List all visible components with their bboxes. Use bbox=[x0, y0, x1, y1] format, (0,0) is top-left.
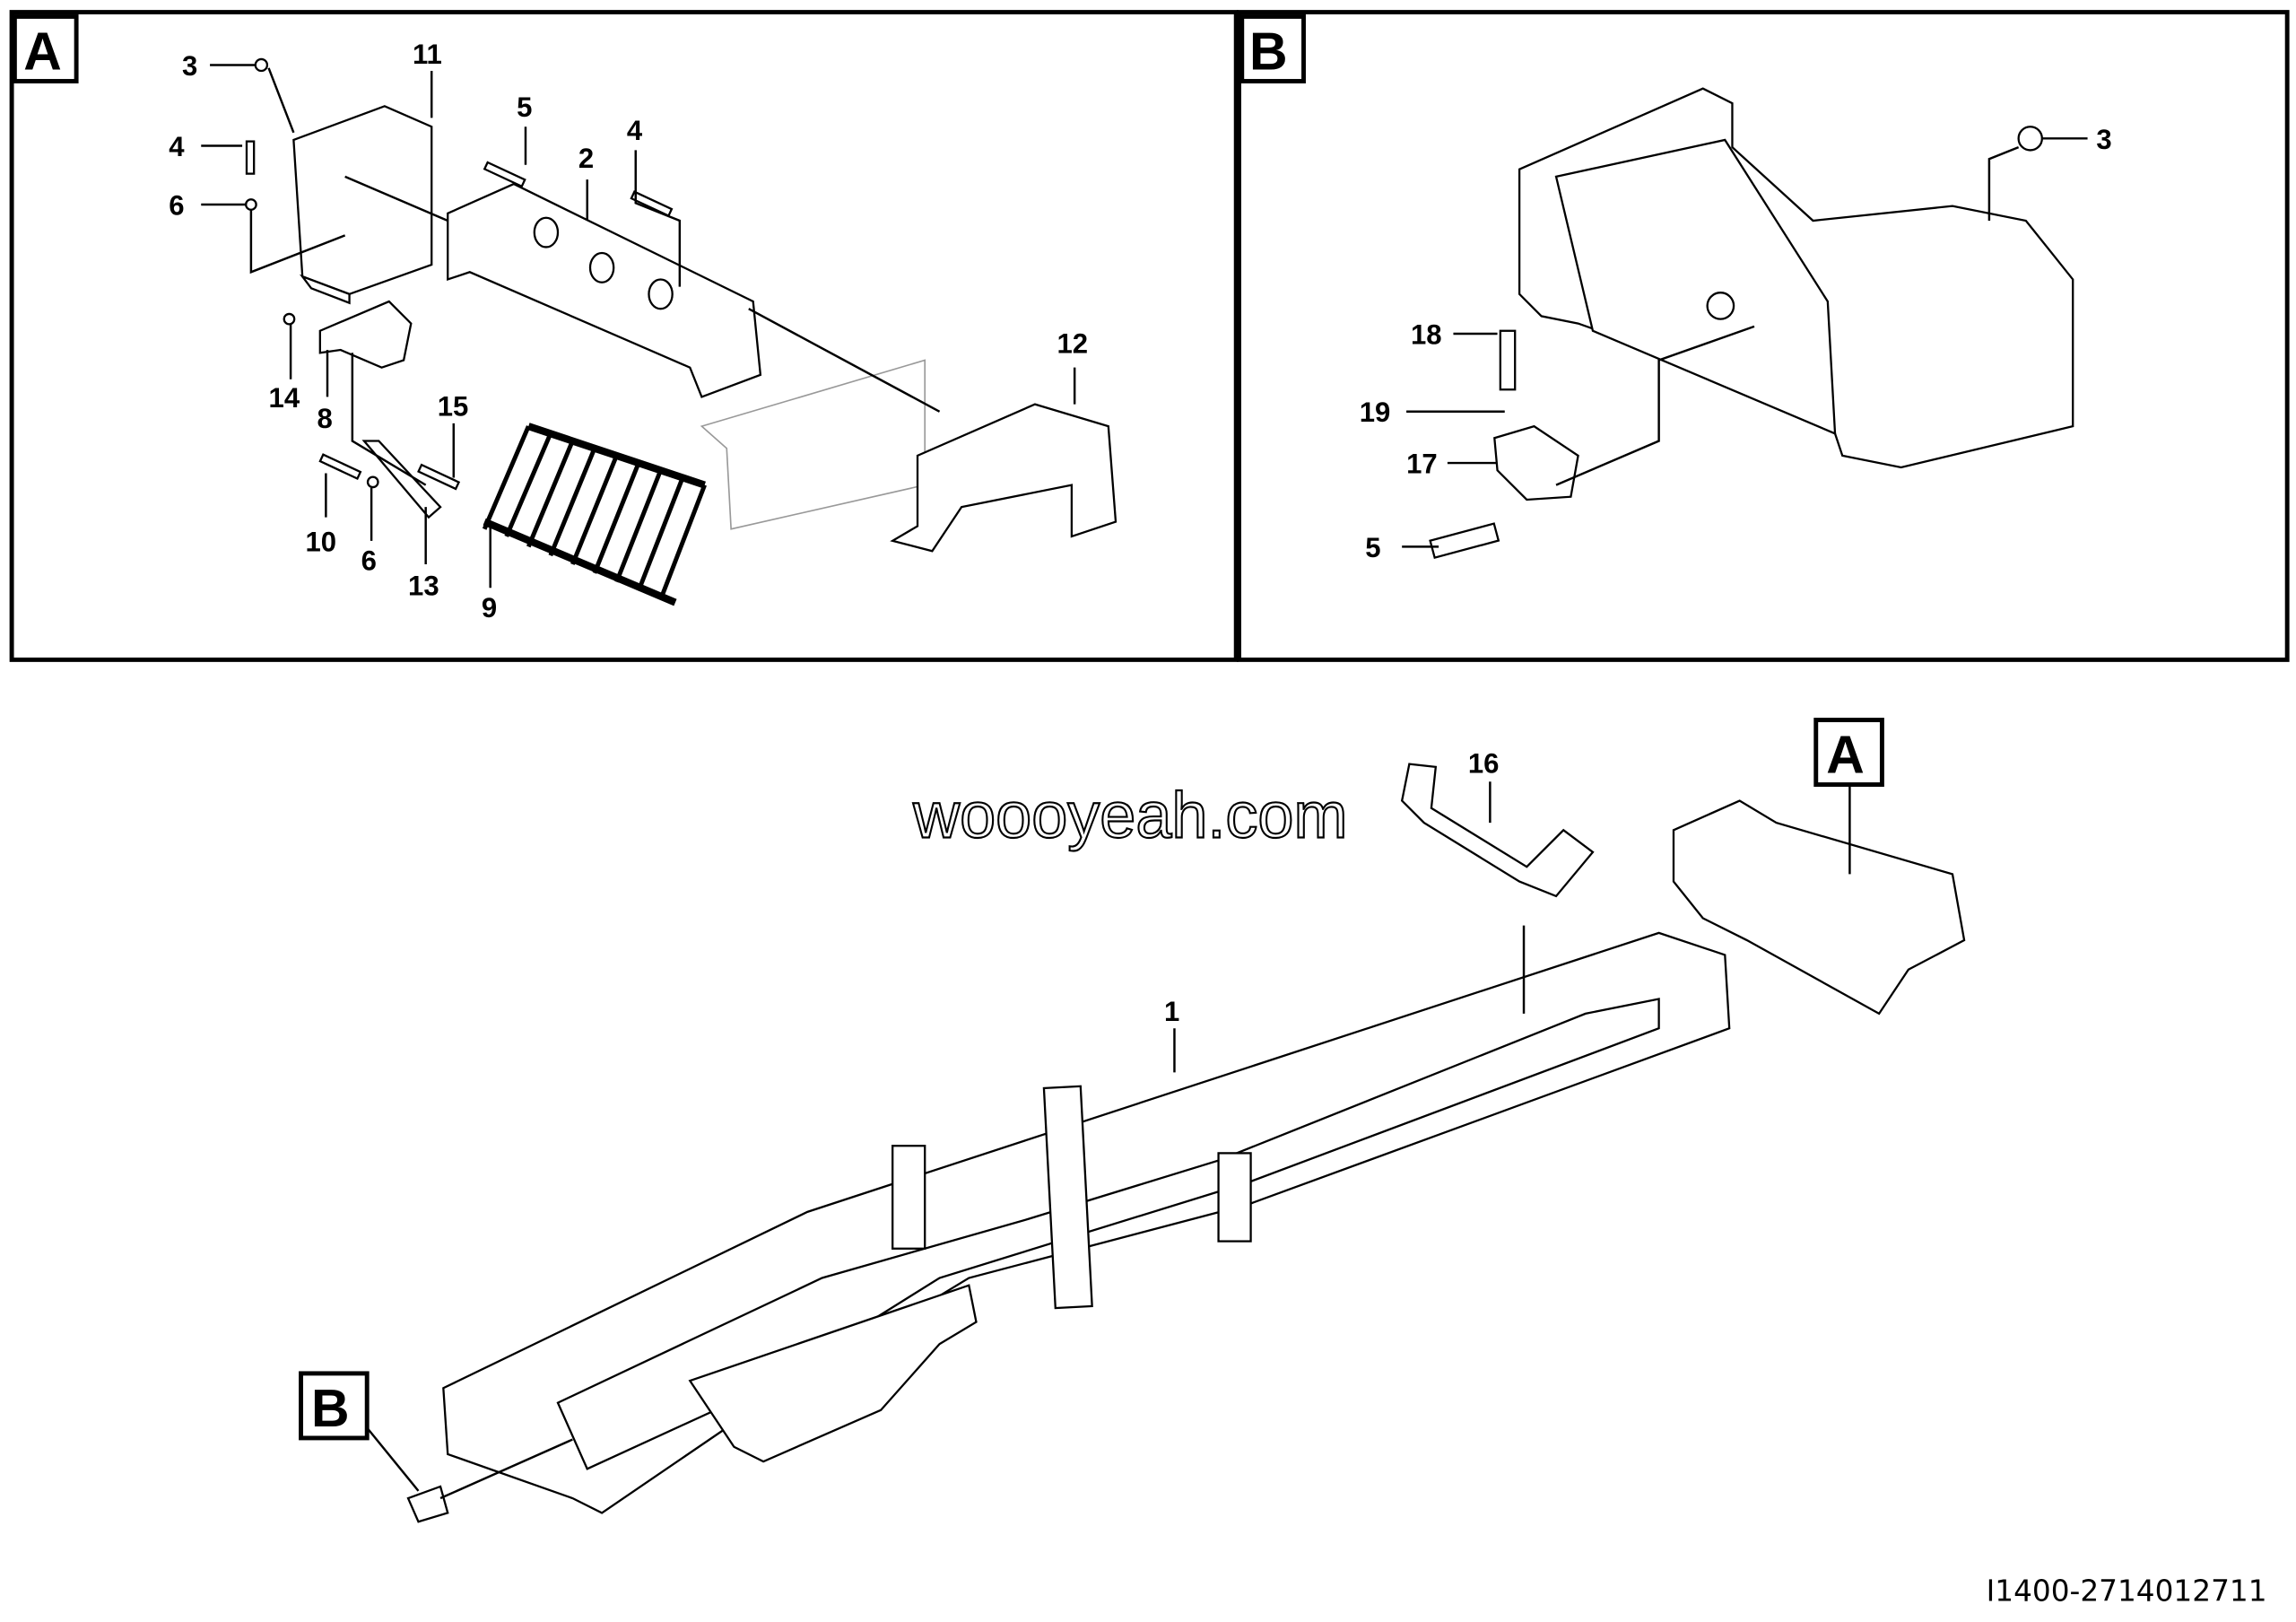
svg-text:12: 12 bbox=[1057, 327, 1089, 359]
part-17-hitch bbox=[1493, 424, 1579, 501]
detail-panel-a: A bbox=[9, 10, 1239, 662]
watermark: woooyeah.com bbox=[912, 780, 1347, 851]
svg-text:5: 5 bbox=[1365, 532, 1380, 563]
svg-text:2: 2 bbox=[578, 143, 594, 174]
svg-text:18: 18 bbox=[1411, 318, 1442, 350]
panel-b-letter: B bbox=[1249, 22, 1288, 81]
part-9-grille bbox=[482, 423, 707, 606]
part-11-bracket bbox=[292, 105, 433, 296]
callout-16: 16 bbox=[1468, 747, 1500, 779]
svg-text:9: 9 bbox=[482, 592, 497, 624]
svg-text:3: 3 bbox=[182, 50, 197, 82]
svg-text:17: 17 bbox=[1406, 449, 1438, 480]
part-2-crossmember bbox=[447, 182, 762, 398]
svg-text:15: 15 bbox=[438, 391, 469, 423]
svg-text:6: 6 bbox=[361, 545, 377, 577]
svg-text:6: 6 bbox=[169, 189, 184, 221]
tow-hitch-b bbox=[406, 1485, 449, 1523]
callouts-b: 3 18 19 17 5 bbox=[1360, 124, 2112, 563]
panel-a-label-box bbox=[12, 14, 79, 83]
svg-text:4: 4 bbox=[627, 115, 643, 146]
detail-panel-b: B 3 18 19 17 5 bbox=[1237, 10, 2290, 662]
rear-assembly-a bbox=[1672, 799, 1966, 1016]
svg-text:14: 14 bbox=[269, 382, 300, 414]
panel-b-label-box bbox=[1239, 14, 1306, 83]
part-12-bracket bbox=[890, 403, 1118, 553]
callouts-a: 3 11 4 6 5 2 4 12 14 8 15 10 6 13 9 bbox=[169, 39, 1088, 624]
panel-a-letter: A bbox=[23, 22, 62, 81]
part-16-bracket bbox=[1400, 763, 1595, 898]
svg-text:5: 5 bbox=[517, 92, 532, 123]
tow-pin-assembly bbox=[1429, 126, 2043, 560]
part-8-hook bbox=[318, 300, 413, 369]
ghost-frame-panel bbox=[700, 359, 926, 530]
svg-text:19: 19 bbox=[1360, 397, 1391, 428]
marker-b-letter: B bbox=[311, 1380, 350, 1438]
document-id: I1400-2714012711 bbox=[1987, 1574, 2267, 1609]
svg-text:3: 3 bbox=[2096, 124, 2111, 155]
svg-text:10: 10 bbox=[305, 526, 336, 557]
svg-text:11: 11 bbox=[413, 39, 442, 70]
callout-1: 1 bbox=[1164, 996, 1179, 1027]
svg-text:13: 13 bbox=[408, 570, 439, 601]
marker-a-box bbox=[1813, 718, 1884, 787]
fasteners-a bbox=[245, 57, 674, 491]
marker-b-box bbox=[299, 1371, 370, 1441]
svg-text:4: 4 bbox=[169, 131, 185, 162]
svg-text:8: 8 bbox=[317, 403, 333, 434]
chassis-frame-overview: A B 1 16 bbox=[299, 718, 1966, 1523]
marker-a-letter: A bbox=[1826, 726, 1865, 784]
